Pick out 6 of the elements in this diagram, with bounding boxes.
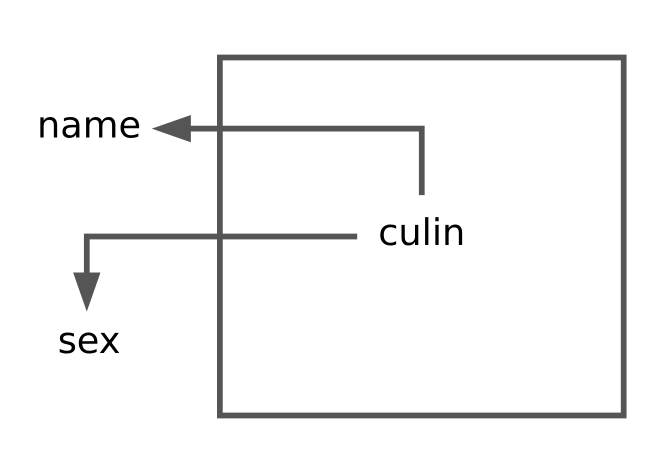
arrow	[73, 234, 358, 312]
arrow	[152, 114, 425, 196]
node-text: name	[37, 103, 142, 146]
cluster	[217, 54, 627, 418]
node-text: culin	[378, 211, 466, 254]
node-text: sex	[58, 319, 120, 362]
